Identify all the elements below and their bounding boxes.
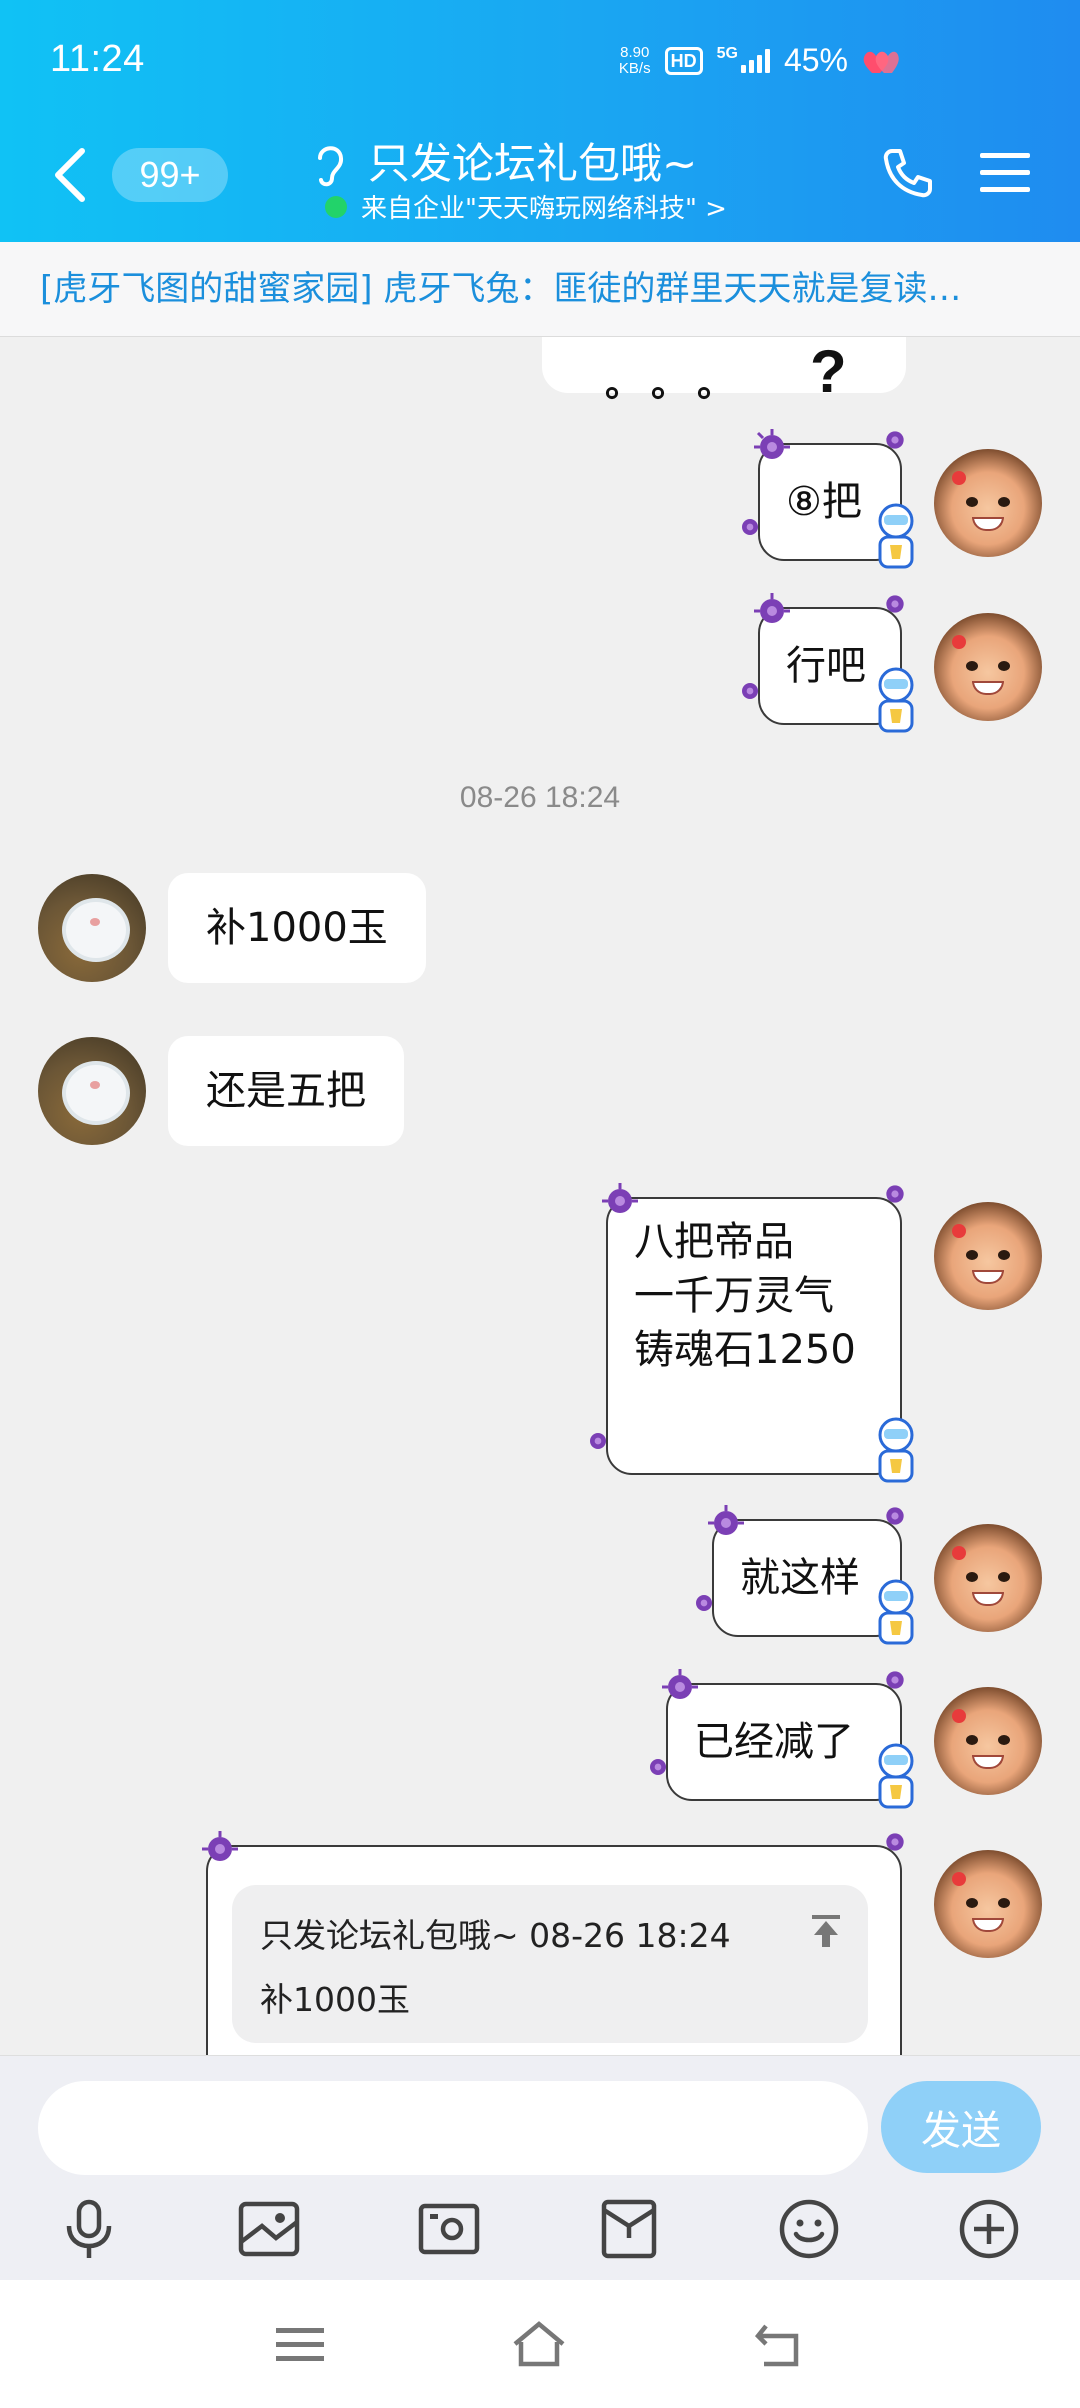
virus-icon: [754, 429, 790, 459]
red-packet-icon[interactable]: [596, 2196, 662, 2262]
phone-icon[interactable]: [880, 145, 936, 201]
message-text: ⑧把: [786, 479, 862, 525]
doctor-sticker-icon: [878, 667, 914, 733]
net-speed-unit: KB/s: [618, 59, 651, 77]
send-button[interactable]: 发送: [881, 2081, 1041, 2173]
sticker-question: ?: [810, 338, 847, 405]
avatar[interactable]: [934, 613, 1042, 721]
chat-message-list[interactable]: 。。。 ? ⑧把 行吧 08-26 18:24 补1000玉 还是五把 八把帝品…: [0, 337, 1080, 2055]
virus-icon: [602, 1183, 638, 1213]
message-bubble[interactable]: ⑧把: [742, 429, 914, 569]
doctor-sticker-icon: [878, 1743, 914, 1809]
net-speed: 8.90 KB/s: [618, 43, 651, 77]
message-bubble[interactable]: 行吧: [742, 593, 914, 733]
avatar[interactable]: [38, 1037, 146, 1145]
header: 11:24 8.90 KB/s HD 5G 45% 99+ 只发论坛礼包哦~ 来…: [0, 0, 1080, 242]
recent-apps-icon[interactable]: [272, 2320, 328, 2370]
message-text-line: 一千万灵气: [634, 1273, 834, 1319]
home-icon[interactable]: [511, 2320, 567, 2370]
message-bubble[interactable]: 已经减了: [650, 1669, 914, 1809]
chat-subtitle-text: 来自企业"天天嗨玩网络科技" >: [361, 194, 727, 224]
virus-icon: [886, 1185, 904, 1203]
virus-icon: [742, 683, 758, 699]
emoji-icon[interactable]: [776, 2196, 842, 2262]
doctor-sticker-icon: [878, 1579, 914, 1645]
quote-header: 只发论坛礼包哦~ 08-26 18:24: [260, 1916, 731, 1955]
avatar[interactable]: [38, 874, 146, 982]
virus-icon: [650, 1759, 666, 1775]
message-bubble[interactable]: 八把帝品 一千万灵气 铸魂石1250: [590, 1183, 914, 1483]
back-button[interactable]: [50, 145, 90, 205]
online-dot-icon: [325, 195, 347, 218]
microphone-icon[interactable]: [56, 2196, 122, 2262]
virus-icon: [742, 519, 758, 535]
avatar[interactable]: [934, 1202, 1042, 1310]
virus-icon: [886, 431, 904, 449]
back-nav-icon[interactable]: [752, 2320, 808, 2370]
message-text: 行吧: [786, 643, 866, 689]
virus-icon: [886, 1507, 904, 1525]
message-bubble[interactable]: 还是五把: [168, 1036, 404, 1146]
virus-icon: [886, 1671, 904, 1689]
chat-subtitle[interactable]: 来自企业"天天嗨玩网络科技" >: [325, 188, 727, 225]
sticker-dots: 。。。: [605, 364, 762, 405]
message-text-line: 八把帝品: [634, 1219, 794, 1265]
battery-percent: 45%: [783, 42, 848, 78]
input-area: 发送: [0, 2055, 1080, 2280]
hd-icon: HD: [664, 46, 703, 75]
menu-icon[interactable]: [978, 150, 1032, 196]
message-timestamp: 08-26 18:24: [459, 781, 621, 814]
camera-icon[interactable]: [416, 2196, 482, 2262]
avatar[interactable]: [934, 1524, 1042, 1632]
quote-reply-bubble[interactable]: 只发论坛礼包哦~ 08-26 18:24 补1000玉: [202, 1831, 904, 2055]
chat-title[interactable]: 只发论坛礼包哦~: [368, 139, 698, 188]
plus-icon[interactable]: [956, 2196, 1022, 2262]
message-text: 就这样: [740, 1555, 860, 1601]
message-bubble[interactable]: 补1000玉: [168, 873, 426, 983]
net-speed-value: 8.90: [620, 43, 650, 61]
doctor-sticker-icon: [878, 503, 914, 569]
virus-icon: [708, 1505, 744, 1535]
message-bubble[interactable]: 就这样: [696, 1505, 914, 1645]
network-type: 5G: [716, 44, 738, 62]
avatar[interactable]: [934, 449, 1042, 557]
virus-icon: [590, 1433, 606, 1449]
image-icon[interactable]: [236, 2196, 302, 2262]
quote-text: 补1000玉: [260, 1980, 410, 2019]
status-icons: 8.90 KB/s HD 5G 45%: [619, 42, 900, 79]
message-text-line: 铸魂石1250: [634, 1327, 856, 1373]
unread-badge[interactable]: 99+: [112, 148, 228, 202]
status-time: 11:24: [50, 38, 145, 80]
avatar[interactable]: [934, 1687, 1042, 1795]
message-input[interactable]: [38, 2081, 868, 2175]
sticker-message[interactable]: [542, 337, 906, 393]
avatar[interactable]: [934, 1850, 1042, 1958]
message-text: 已经减了: [694, 1719, 854, 1765]
pin-top-icon[interactable]: [806, 1911, 846, 1951]
quoted-message[interactable]: 只发论坛礼包哦~ 08-26 18:24 补1000玉: [232, 1885, 868, 2043]
virus-icon: [754, 593, 790, 623]
system-nav-bar: [0, 2280, 1080, 2408]
virus-icon: [202, 1831, 238, 1861]
doctor-sticker-icon: [878, 1417, 914, 1483]
group-notice-bar[interactable]: [虎牙飞图的甜蜜家园] 虎牙飞兔：匪徒的群里天天就是复读…: [0, 242, 1080, 337]
ear-icon[interactable]: [312, 140, 348, 188]
virus-icon: [886, 595, 904, 613]
virus-icon: [696, 1595, 712, 1611]
heart-battery-icon: [863, 51, 899, 73]
virus-icon: [886, 1833, 904, 1851]
signal-icon: 5G: [717, 45, 770, 73]
virus-icon: [662, 1669, 698, 1699]
